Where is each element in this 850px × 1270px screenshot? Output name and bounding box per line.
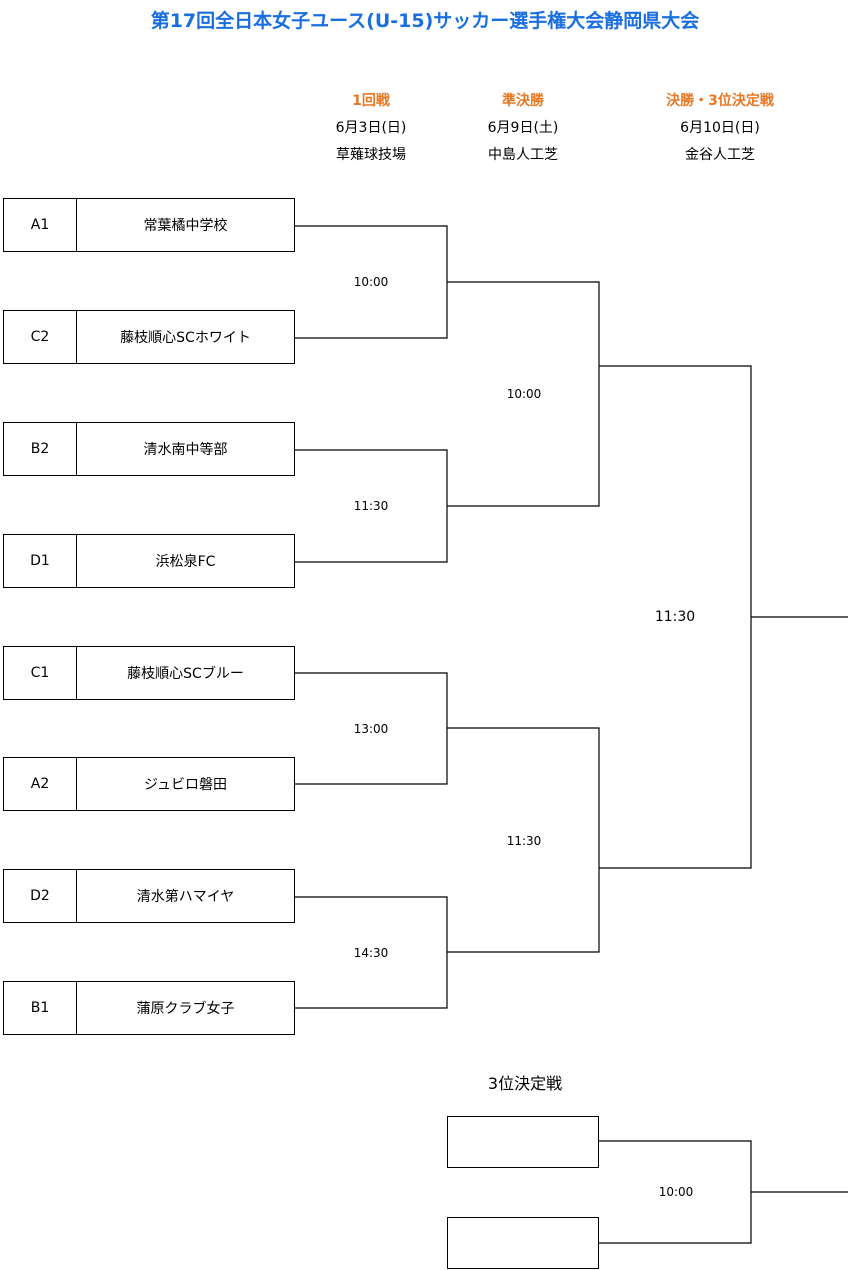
round-header-3: 決勝・3位決定戦 6月10日(日) 金谷人工芝: [640, 88, 800, 169]
page-title: 第17回全日本女子ユース(U-15)サッカー選手権大会静岡県大会: [150, 10, 700, 32]
bracket-connector: [447, 281, 600, 507]
round-name: 準決勝: [502, 93, 544, 109]
third-place-slot-2: [447, 1217, 599, 1269]
team-seed: D1: [4, 535, 77, 587]
round-venue: 金谷人工芝: [685, 147, 755, 163]
team-seed: B2: [4, 423, 77, 475]
round-date: 6月3日(日): [335, 120, 407, 136]
team-name: 常葉橘中学校: [143, 218, 228, 234]
team-name: 藤枝順心SCブルー: [127, 666, 244, 682]
round-header-2: 準決勝 6月9日(土) 中島人工芝: [443, 88, 603, 169]
round-venue: 中島人工芝: [488, 147, 558, 163]
team-seed: C1: [4, 647, 77, 699]
round-name: 決勝・3位決定戦: [666, 93, 774, 109]
team-seed: A1: [4, 199, 77, 251]
match-time: 10:00: [506, 387, 542, 401]
team-name: 清水第ハマイヤ: [136, 889, 235, 905]
team-row: D2 清水第ハマイヤ: [3, 869, 295, 923]
bracket-connector: [447, 727, 600, 953]
team-name: 浜松泉FC: [155, 554, 216, 570]
match-time: 11:30: [353, 499, 389, 513]
team-row: A1 常葉橘中学校: [3, 198, 295, 252]
team-seed: A2: [4, 758, 77, 810]
third-place-label: 3位決定戦: [487, 1074, 563, 1093]
team-row: C1 藤枝順心SCブルー: [3, 646, 295, 700]
team-name: 清水南中等部: [143, 442, 228, 458]
team-row: D1 浜松泉FC: [3, 534, 295, 588]
round-name: 1回戦: [352, 93, 390, 109]
round-date: 6月9日(土): [487, 120, 559, 136]
match-time: 10:00: [658, 1185, 694, 1199]
team-row: B2 清水南中等部: [3, 422, 295, 476]
round-venue: 草薙球技場: [336, 147, 406, 163]
match-time: 10:00: [353, 275, 389, 289]
team-name: ジュビロ磐田: [143, 777, 228, 793]
team-name: 蒲原クラブ女子: [136, 1001, 235, 1017]
team-row: C2 藤枝順心SCホワイト: [3, 310, 295, 364]
team-row: A2 ジュビロ磐田: [3, 757, 295, 811]
round-date: 6月10日(日): [680, 120, 760, 136]
match-time: 11:30: [654, 609, 696, 625]
team-seed: B1: [4, 982, 77, 1034]
round-header-1: 1回戦 6月3日(日) 草薙球技場: [291, 88, 451, 169]
match-time: 11:30: [506, 834, 542, 848]
team-seed: D2: [4, 870, 77, 922]
match-time: 13:00: [353, 722, 389, 736]
team-row: B1 蒲原クラブ女子: [3, 981, 295, 1035]
third-place-slot-1: [447, 1116, 599, 1168]
team-name: 藤枝順心SCホワイト: [120, 330, 251, 346]
team-seed: C2: [4, 311, 77, 363]
match-time: 14:30: [353, 946, 389, 960]
